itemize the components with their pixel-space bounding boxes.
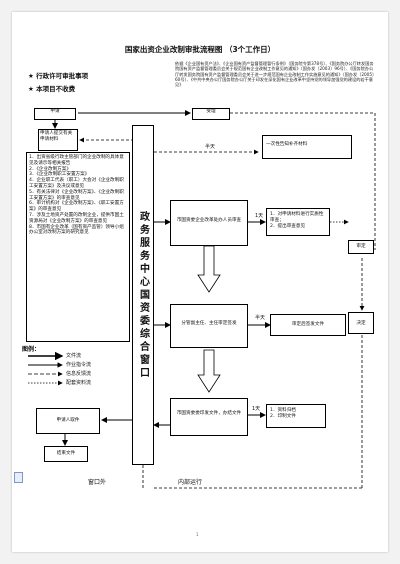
issue-doc-box: 审定后签发文件 — [270, 314, 346, 336]
page-number: 1 — [196, 532, 199, 537]
applicant-submit-box: 申请人提交有关申请材料 — [38, 129, 78, 151]
approve-box: 审定 — [348, 240, 374, 254]
time-label-half-day-2: 半天 — [255, 315, 266, 321]
legend-instruction-flow: 作业指令流 — [66, 362, 92, 368]
outside-window-label: 窗口外 — [88, 479, 107, 486]
time-label-one-day: 1天 — [255, 213, 264, 219]
accept-box: 受理 — [192, 108, 230, 120]
send-items-box: 1．资料归档 2．印制文件 — [266, 404, 326, 428]
bullet-free: ★ 本项目不收费 — [28, 85, 76, 93]
material-item: 5．有关法律对《企业改制方案》、《企业改制职工安置方案》的审查意见 — [29, 189, 124, 201]
director-review-box: 分管副主任、主任审定签发 — [170, 304, 248, 348]
document-icon[interactable] — [14, 472, 23, 483]
material-item: 4．企业职工代表（职工）大会对《企业改制职工安置方案》及决议或意见 — [29, 178, 124, 189]
time-label-half-day: 半天 — [205, 144, 216, 150]
internal-operation-label: 内部运行 — [178, 479, 203, 486]
material-item: 6．审计机构对《企业改制方案》、《职工安置方案》的审查意见 — [29, 201, 124, 213]
service-window-column: 政务服务中心国资委综合窗口 — [132, 125, 154, 465]
decision-box: 决定 — [348, 312, 374, 334]
material-item: 2．《企业改制方案》 — [29, 166, 71, 172]
bullet-license: ★ 行政许可审批事项 — [28, 72, 89, 80]
page-title: 国家出资企业改制审批流程图 （3个工作日） — [124, 45, 276, 54]
applicant-get-box: 申请人取件 — [36, 408, 100, 434]
legend-feedback-flow: 信息反馈流 — [66, 371, 92, 377]
legend-file-flow: 文件流 — [66, 353, 82, 359]
legal-basis: 依据《企业国有资产法》、《企业国有资产监督管理暂行条例》（国务院令第378号）、… — [175, 61, 375, 88]
close-box: 结束文件 — [44, 446, 88, 462]
send-doc-box: 市国资委委印发文件，办结文件 — [170, 398, 248, 436]
time-label-one-day-2: 1天 — [252, 406, 261, 412]
apply-box: 申请 — [34, 108, 76, 120]
legend-title: 图例： — [22, 346, 41, 353]
material-item: 8．市国有企业改革（国有资产监管）领导小组办公室对改制方案的研究意见 — [29, 224, 124, 236]
review-items-box: 1．对申请材料进行实质性审查； 2．提出审查意见 — [266, 208, 330, 236]
once-notice-box: 一次性告知补齐材料 — [262, 135, 352, 159]
material-item: 1．出资省级行政主管部门的企业改制的具体意见及请示等相关报告 — [29, 155, 124, 166]
materials-box: 1．出资省级行政主管部门的企业改制的具体意见及请示等相关报告 2．《企业改制方案… — [26, 152, 130, 342]
material-item: 3．《企业改制职工安置方案》 — [29, 172, 90, 178]
material-item: 7．涉及土地资产处置的改制企业，提供市国土资源局对《企业改制方案》的审查意见 — [29, 212, 124, 224]
legend-material-flow: 配套资料流 — [66, 380, 92, 386]
dept-review-box: 市国资委企业改革处办人员审查 — [170, 200, 248, 246]
